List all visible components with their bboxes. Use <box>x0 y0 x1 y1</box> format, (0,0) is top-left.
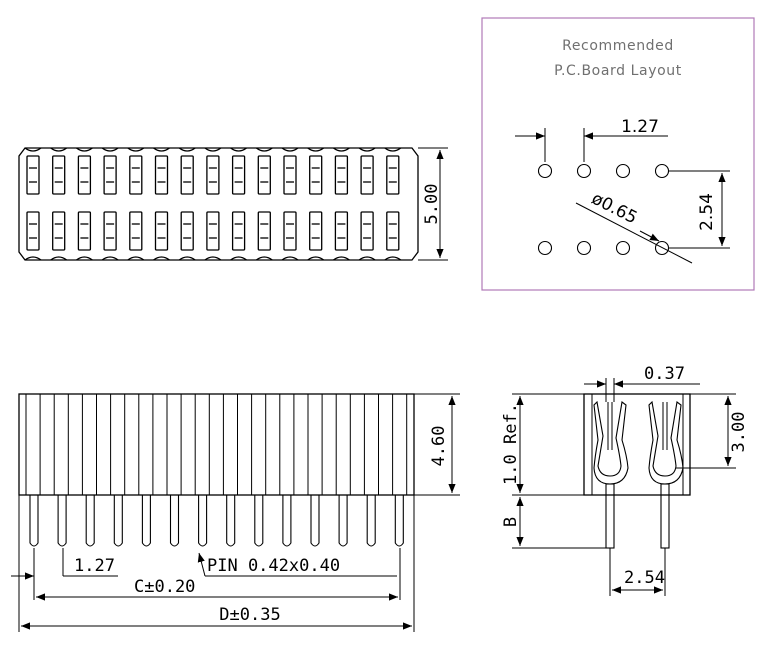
front-view-pitch-label: 1.27 <box>74 556 115 576</box>
top-view-slot <box>129 155 143 195</box>
top-view-slot <box>154 211 169 251</box>
top-view-slot <box>334 211 349 251</box>
top-view-slot <box>26 211 40 251</box>
top-view-slot <box>129 211 143 251</box>
front-view-pin <box>310 495 320 547</box>
top-view-slot <box>180 155 194 195</box>
front-view-pins <box>29 495 404 547</box>
top-view-slots <box>24 147 402 261</box>
top-view-slot <box>52 211 66 251</box>
top-view-slot <box>257 211 271 251</box>
top-view-slot <box>52 155 66 195</box>
front-view-pin <box>141 495 151 547</box>
pcb-hole <box>576 163 592 179</box>
front-view-pin <box>29 495 39 547</box>
top-view-slot <box>309 211 323 251</box>
front-view-height-label: 4.60 <box>429 426 449 467</box>
side-view-left-contact <box>593 400 629 485</box>
top-view-slot <box>257 155 271 195</box>
pcb-hole <box>537 163 553 179</box>
side-view-contact-height-label: 3.00 <box>729 412 749 453</box>
pcb-layout-panel: Recommended P.C.Board Layout 1.27 2.54 ø… <box>481 17 755 291</box>
top-view-height-label: 5.00 <box>422 184 442 225</box>
top-view-slot <box>283 211 297 251</box>
top-view-slot <box>154 155 169 195</box>
top-view-slot <box>103 211 117 251</box>
front-view-pin-size-label: PIN 0.42x0.40 <box>207 556 340 576</box>
top-view-slot <box>26 155 40 195</box>
front-view-body <box>18 393 415 496</box>
pcb-layout-title-line1: Recommended <box>562 38 674 54</box>
top-view-slot <box>386 211 400 251</box>
front-view-dim-d-label: D±0.35 <box>219 605 280 625</box>
top-view-slot <box>77 155 92 195</box>
front-view-pin <box>366 495 376 547</box>
top-view-slot <box>334 155 349 195</box>
top-view-slot <box>360 211 374 251</box>
top-view-outline <box>18 147 419 261</box>
side-view-row-spacing-label: 2.54 <box>624 568 665 588</box>
front-view-contacts <box>25 394 408 495</box>
pcb-row-spacing-label: 2.54 <box>697 193 717 231</box>
side-view-right-contact <box>648 400 684 485</box>
side-view-right-pin <box>660 483 670 549</box>
side-view-ref-label: 1.0 Ref. <box>501 403 521 485</box>
top-view-slot <box>309 155 323 195</box>
front-view-pin <box>198 495 208 547</box>
top-view-slot <box>360 155 374 195</box>
pcb-hole <box>615 163 631 179</box>
pcb-hole <box>654 163 670 179</box>
front-view <box>11 393 460 632</box>
side-view-contact-width-label: 0.37 <box>644 364 685 384</box>
front-view-dim-c-label: C±0.20 <box>134 577 195 597</box>
top-view <box>18 147 448 261</box>
pcb-hole <box>615 240 631 256</box>
side-view-dim-b-label: B <box>501 517 521 527</box>
front-view-pin <box>394 495 404 547</box>
front-view-pin <box>169 495 180 547</box>
pcb-layout-frame <box>481 17 755 291</box>
side-view-left-pin <box>605 483 615 549</box>
top-view-slot <box>206 211 220 251</box>
top-view-slot <box>206 155 220 195</box>
front-view-pin <box>282 495 292 547</box>
pcb-hole <box>576 240 592 256</box>
pcb-layout-title-line2: P.C.Board Layout <box>554 63 682 79</box>
top-view-slot <box>231 211 246 251</box>
top-view-slot <box>77 211 92 251</box>
top-view-slot <box>283 155 297 195</box>
pcb-pitch-label: 1.27 <box>621 117 659 137</box>
front-view-pin <box>57 495 67 547</box>
side-view <box>512 378 736 596</box>
front-view-pin <box>254 495 264 547</box>
front-view-pin <box>85 495 95 547</box>
top-view-slot <box>180 211 194 251</box>
front-view-pin <box>338 495 348 547</box>
side-view-body <box>583 393 691 496</box>
top-view-slot <box>231 155 246 195</box>
top-view-slot <box>103 155 117 195</box>
pcb-hole <box>537 240 553 256</box>
top-view-slot <box>386 155 400 195</box>
front-view-pin <box>113 495 123 547</box>
front-view-pin <box>226 495 236 547</box>
